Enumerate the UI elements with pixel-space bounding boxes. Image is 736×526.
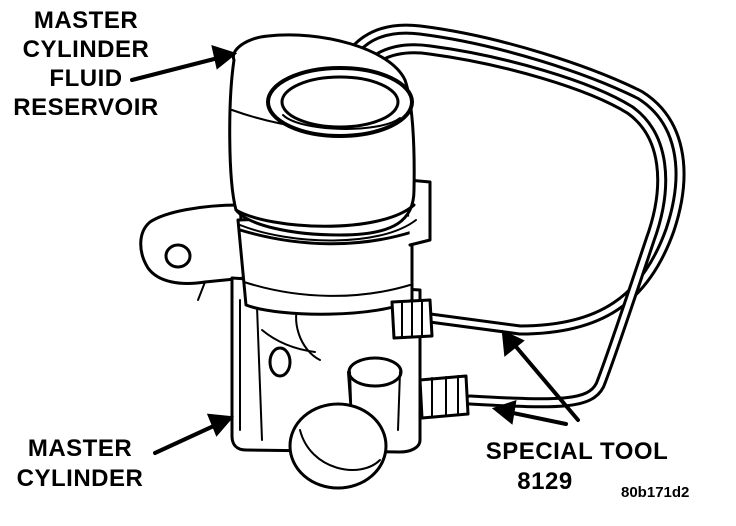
reservoir-label-line3: FLUID	[49, 65, 123, 92]
special-tool-tubes	[329, 23, 686, 409]
reservoir-label: MASTER CYLINDER FLUID RESERVOIR	[6, 6, 166, 122]
master-cylinder-end-cap	[288, 402, 388, 490]
arrow-master-cylinder	[153, 422, 220, 455]
reservoir-label-line2: CYLINDER	[22, 36, 150, 63]
callout-arrows	[130, 45, 580, 455]
lower-tube-fitting	[418, 374, 470, 420]
special-tool-label: SPECIAL TOOL 8129	[472, 437, 682, 497]
figure-code: 80b171d2	[621, 484, 690, 501]
master-cylinder-label-line1: MASTER	[27, 435, 133, 462]
arrow-reservoir	[130, 55, 224, 82]
arrow-tool-upper	[510, 340, 580, 422]
reservoir-lower-section	[236, 178, 432, 316]
master-cylinder-label-line2: CYLINDER	[16, 465, 144, 492]
fluid-reservoir	[228, 33, 417, 242]
special-tool-label-line2: 8129	[517, 468, 573, 495]
upper-tube-fitting	[390, 298, 434, 340]
special-tool-label-line1: SPECIAL TOOL	[485, 438, 669, 465]
master-cylinder-label: MASTER CYLINDER	[0, 434, 160, 494]
reservoir-label-line4: RESERVOIR	[13, 94, 159, 121]
mounting-flange	[139, 203, 247, 301]
reservoir-label-line1: MASTER	[33, 7, 139, 34]
arrow-tool-lower	[506, 410, 568, 426]
master-cylinder-body	[230, 276, 422, 454]
